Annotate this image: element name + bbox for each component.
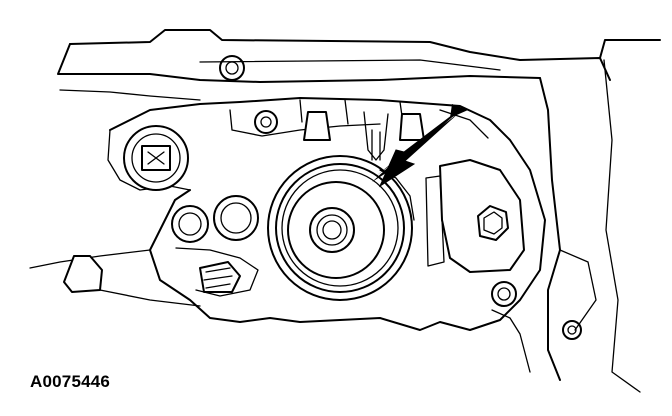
figure-id-label: A0075446 [30,372,111,391]
lower-left-bolts [171,195,259,243]
valve-body [29,97,546,331]
top-mounting-hole [219,55,245,81]
upper-bolts [254,110,425,161]
arrow-icon [372,104,468,188]
output-shaft-seal [267,155,415,301]
upper-housing [57,29,611,101]
lower-right-bolt [491,281,531,373]
left-drain-plug [123,125,189,191]
threaded-port [175,247,259,297]
left-lug [63,255,103,293]
right-case-wall [539,39,661,393]
right-bracket [425,159,525,273]
